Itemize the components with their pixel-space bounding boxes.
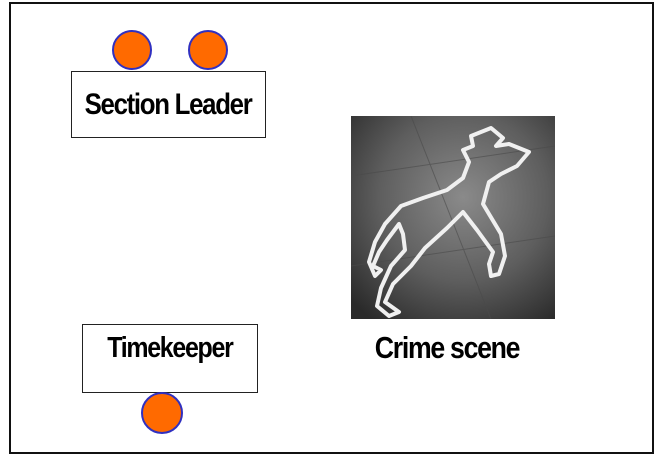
section-leader-marker-left [112, 30, 152, 70]
section-leader-marker-right [188, 30, 228, 70]
section-leader-box: Section Leader [71, 71, 266, 138]
timekeeper-box: Timekeeper [82, 324, 258, 393]
section-leader-label: Section Leader [85, 88, 252, 122]
slide-frame: Section Leader Timekeeper [9, 2, 654, 454]
crime-scene-caption: Crime scene [365, 330, 528, 366]
timekeeper-marker [141, 392, 183, 434]
body-chalk-outline-image [351, 116, 555, 319]
timekeeper-label: Timekeeper [107, 332, 232, 365]
